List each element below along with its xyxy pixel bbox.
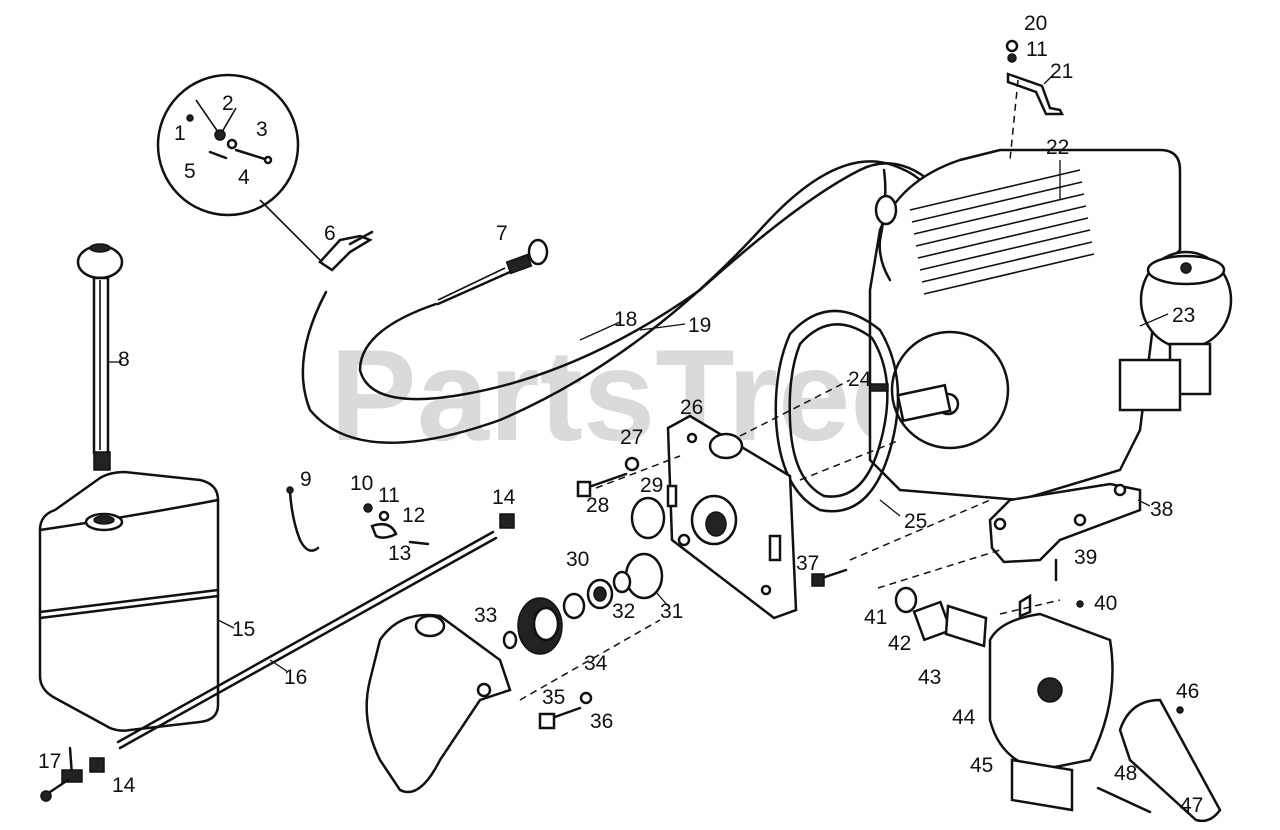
label-11b: 11 [1026,38,1048,61]
part-22-engine [868,148,1182,502]
label-7: 7 [496,222,508,245]
label-20: 20 [1024,12,1047,35]
label-17: 17 [38,750,61,773]
label-19: 19 [688,314,711,337]
label-11a: 11 [378,484,400,507]
label-41: 41 [864,606,887,629]
assembly-dashed-lines [519,379,1061,701]
label-37: 37 [796,552,819,575]
part-number-labels: 1 2 3 4 5 6 7 8 9 10 11 12 13 14 14 15 1… [38,12,1203,817]
label-10: 10 [350,472,373,495]
label-27: 27 [620,426,643,449]
part-21-bracket [1005,39,1065,161]
label-25: 25 [904,510,927,533]
label-33: 33 [474,604,497,627]
watermark: PartsTree [330,322,923,468]
label-42: 42 [888,632,911,655]
label-34: 34 [584,652,608,675]
label-2: 2 [222,92,234,115]
part-8-dipstick [76,243,124,471]
part-37-bolt [811,568,848,587]
label-15: 15 [232,618,255,641]
label-8: 8 [118,348,130,371]
part-24-key [869,383,889,392]
label-46: 46 [1176,680,1199,703]
label-13: 13 [388,542,411,565]
parts-27-28-bolt [576,456,640,498]
part-34-gear [502,597,563,655]
gear-case-housing [365,613,512,794]
label-14a: 14 [492,486,516,509]
part-23-air-cleaner [1118,250,1233,412]
part-38-base [988,482,1142,564]
label-23: 23 [1172,304,1195,327]
label-3: 3 [256,118,268,141]
label-35: 35 [542,686,565,709]
part-7-choke-control [436,238,549,306]
label-12: 12 [402,504,425,527]
label-45: 45 [970,754,993,777]
label-32: 32 [612,600,635,623]
label-18: 18 [614,308,637,331]
label-31: 31 [660,600,683,623]
label-48: 48 [1114,762,1137,785]
small-parts-9-13 [286,486,430,552]
label-29: 29 [640,474,663,497]
part-16-rod [116,530,498,750]
throttle-choke-cables [301,160,992,444]
label-1: 1 [174,122,186,145]
label-30: 30 [566,548,589,571]
bearings-30-32 [562,570,632,620]
label-44: 44 [952,706,976,729]
label-14b: 14 [112,774,136,797]
part-26-plate [666,414,798,620]
muffler-assembly [894,558,1222,823]
label-40: 40 [1094,592,1117,615]
label-24: 24 [848,368,872,391]
leader-lines [108,73,1169,673]
label-28: 28 [586,494,609,517]
label-39: 39 [1074,546,1097,569]
label-38: 38 [1150,498,1173,521]
label-9: 9 [300,468,312,491]
label-43: 43 [918,666,941,689]
label-4: 4 [238,166,250,189]
part-15-fuel-tank [38,470,220,732]
label-26: 26 [680,396,703,419]
label-47: 47 [1180,794,1203,817]
label-5: 5 [184,160,196,183]
seals-29-31 [624,496,666,600]
label-21: 21 [1050,60,1073,83]
part-17-valve [40,746,83,802]
label-6: 6 [324,222,336,245]
inset-detail-circle [156,73,321,261]
label-22: 22 [1046,136,1069,159]
part-6-bracket [318,230,374,272]
parts-35-36-bolt [538,691,593,730]
label-36: 36 [590,710,613,733]
label-16: 16 [284,666,307,689]
part-14-fittings [89,513,515,773]
